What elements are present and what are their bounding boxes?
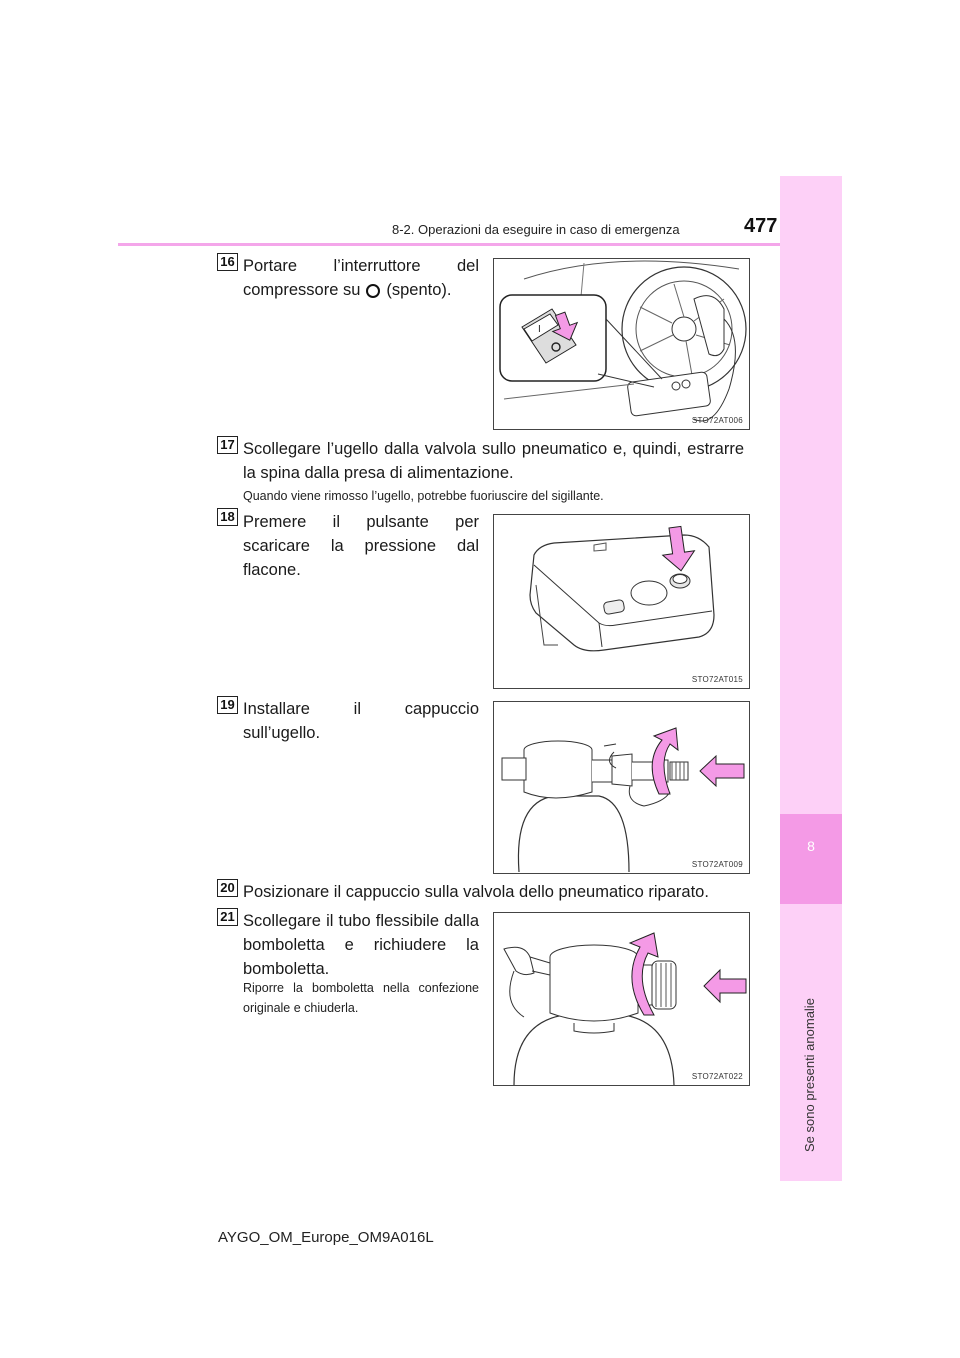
figure-code: STO72AT022 — [691, 1072, 743, 1081]
header-rule — [118, 243, 780, 246]
chapter-number-tab — [780, 814, 842, 904]
nozzle-cap-illustration — [501, 727, 745, 873]
step-17-badge: 17 — [217, 436, 238, 454]
step-20-badge: 20 — [217, 879, 238, 897]
off-circle-icon — [366, 283, 381, 298]
step-16-text: Portare l’interruttore del compressore s… — [243, 254, 479, 302]
step-16-text-a: Portare l’interruttore del compressore s… — [243, 257, 479, 299]
step-18-text: Premere il pulsante per scaricare la pre… — [243, 513, 479, 579]
figure-code: STO72AT015 — [691, 675, 743, 684]
page-number: 477 — [744, 215, 778, 237]
step-19-text: Installare il cappuccio sull’ugello. — [243, 700, 479, 742]
step-17-note: Quando viene rimosso l’ugello, potrebbe … — [243, 489, 604, 503]
figure-nozzle-cap: STO72AT009 — [493, 701, 750, 874]
step-21-note: Riporre la bomboletta nella confezione o… — [243, 981, 479, 1015]
step-17-text: Scollegare l’ugello dalla valvola sullo … — [243, 440, 744, 482]
chapter-side-tab — [780, 176, 842, 1181]
chapter-number: 8 — [807, 838, 815, 854]
step-16-text-b: (spento). — [386, 281, 452, 299]
compressor-switch-illustration: I — [499, 260, 747, 422]
chapter-title: Se sono presenti anomalie — [796, 916, 826, 1156]
figure-bottle-cap: STO72AT022 — [493, 912, 750, 1086]
step-21-text: Scollegare il tubo flessibile dalla bomb… — [243, 912, 479, 978]
step-20-text: Posizionare il cappuccio sulla valvola d… — [243, 883, 709, 901]
section-title: 8-2. Operazioni da eseguire in caso di e… — [392, 222, 680, 237]
figure-compressor-switch: I STO72AT006 — [493, 258, 750, 430]
step-19-badge: 19 — [217, 696, 238, 714]
step-16-badge: 16 — [217, 253, 238, 271]
step-18-badge: 18 — [217, 508, 238, 526]
manual-code: AYGO_OM_Europe_OM9A016L — [218, 1229, 434, 1246]
chapter-title-text: Se sono presenti anomalie — [802, 998, 817, 1152]
svg-text:I: I — [538, 324, 541, 335]
bottle-cap-illustration — [503, 932, 747, 1085]
figure-code: STO72AT006 — [691, 416, 743, 425]
figure-code: STO72AT009 — [691, 860, 743, 869]
pressure-button-illustration — [529, 525, 715, 652]
step-21-badge: 21 — [217, 908, 238, 926]
figure-pressure-button: STO72AT015 — [493, 514, 750, 689]
